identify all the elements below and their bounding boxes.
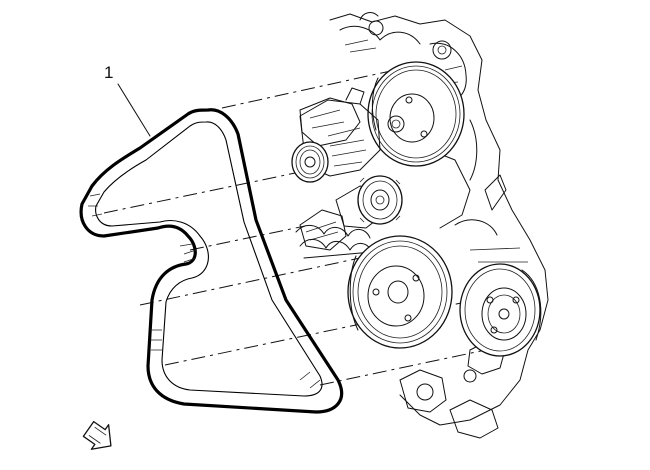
serpentine-belt (79, 108, 344, 414)
front-view-arrow-icon (82, 420, 112, 450)
power-steering-pulley (367, 61, 465, 167)
crankshaft-pulley (347, 235, 453, 349)
engine-block (299, 12, 549, 439)
alternator-pulley (291, 87, 381, 183)
callout-leader-line (117, 83, 151, 137)
idler-pulley (357, 175, 403, 225)
tensioner-spring (295, 225, 373, 259)
callout-label: 1 (104, 63, 114, 82)
ac-compressor-pulley (459, 263, 542, 357)
